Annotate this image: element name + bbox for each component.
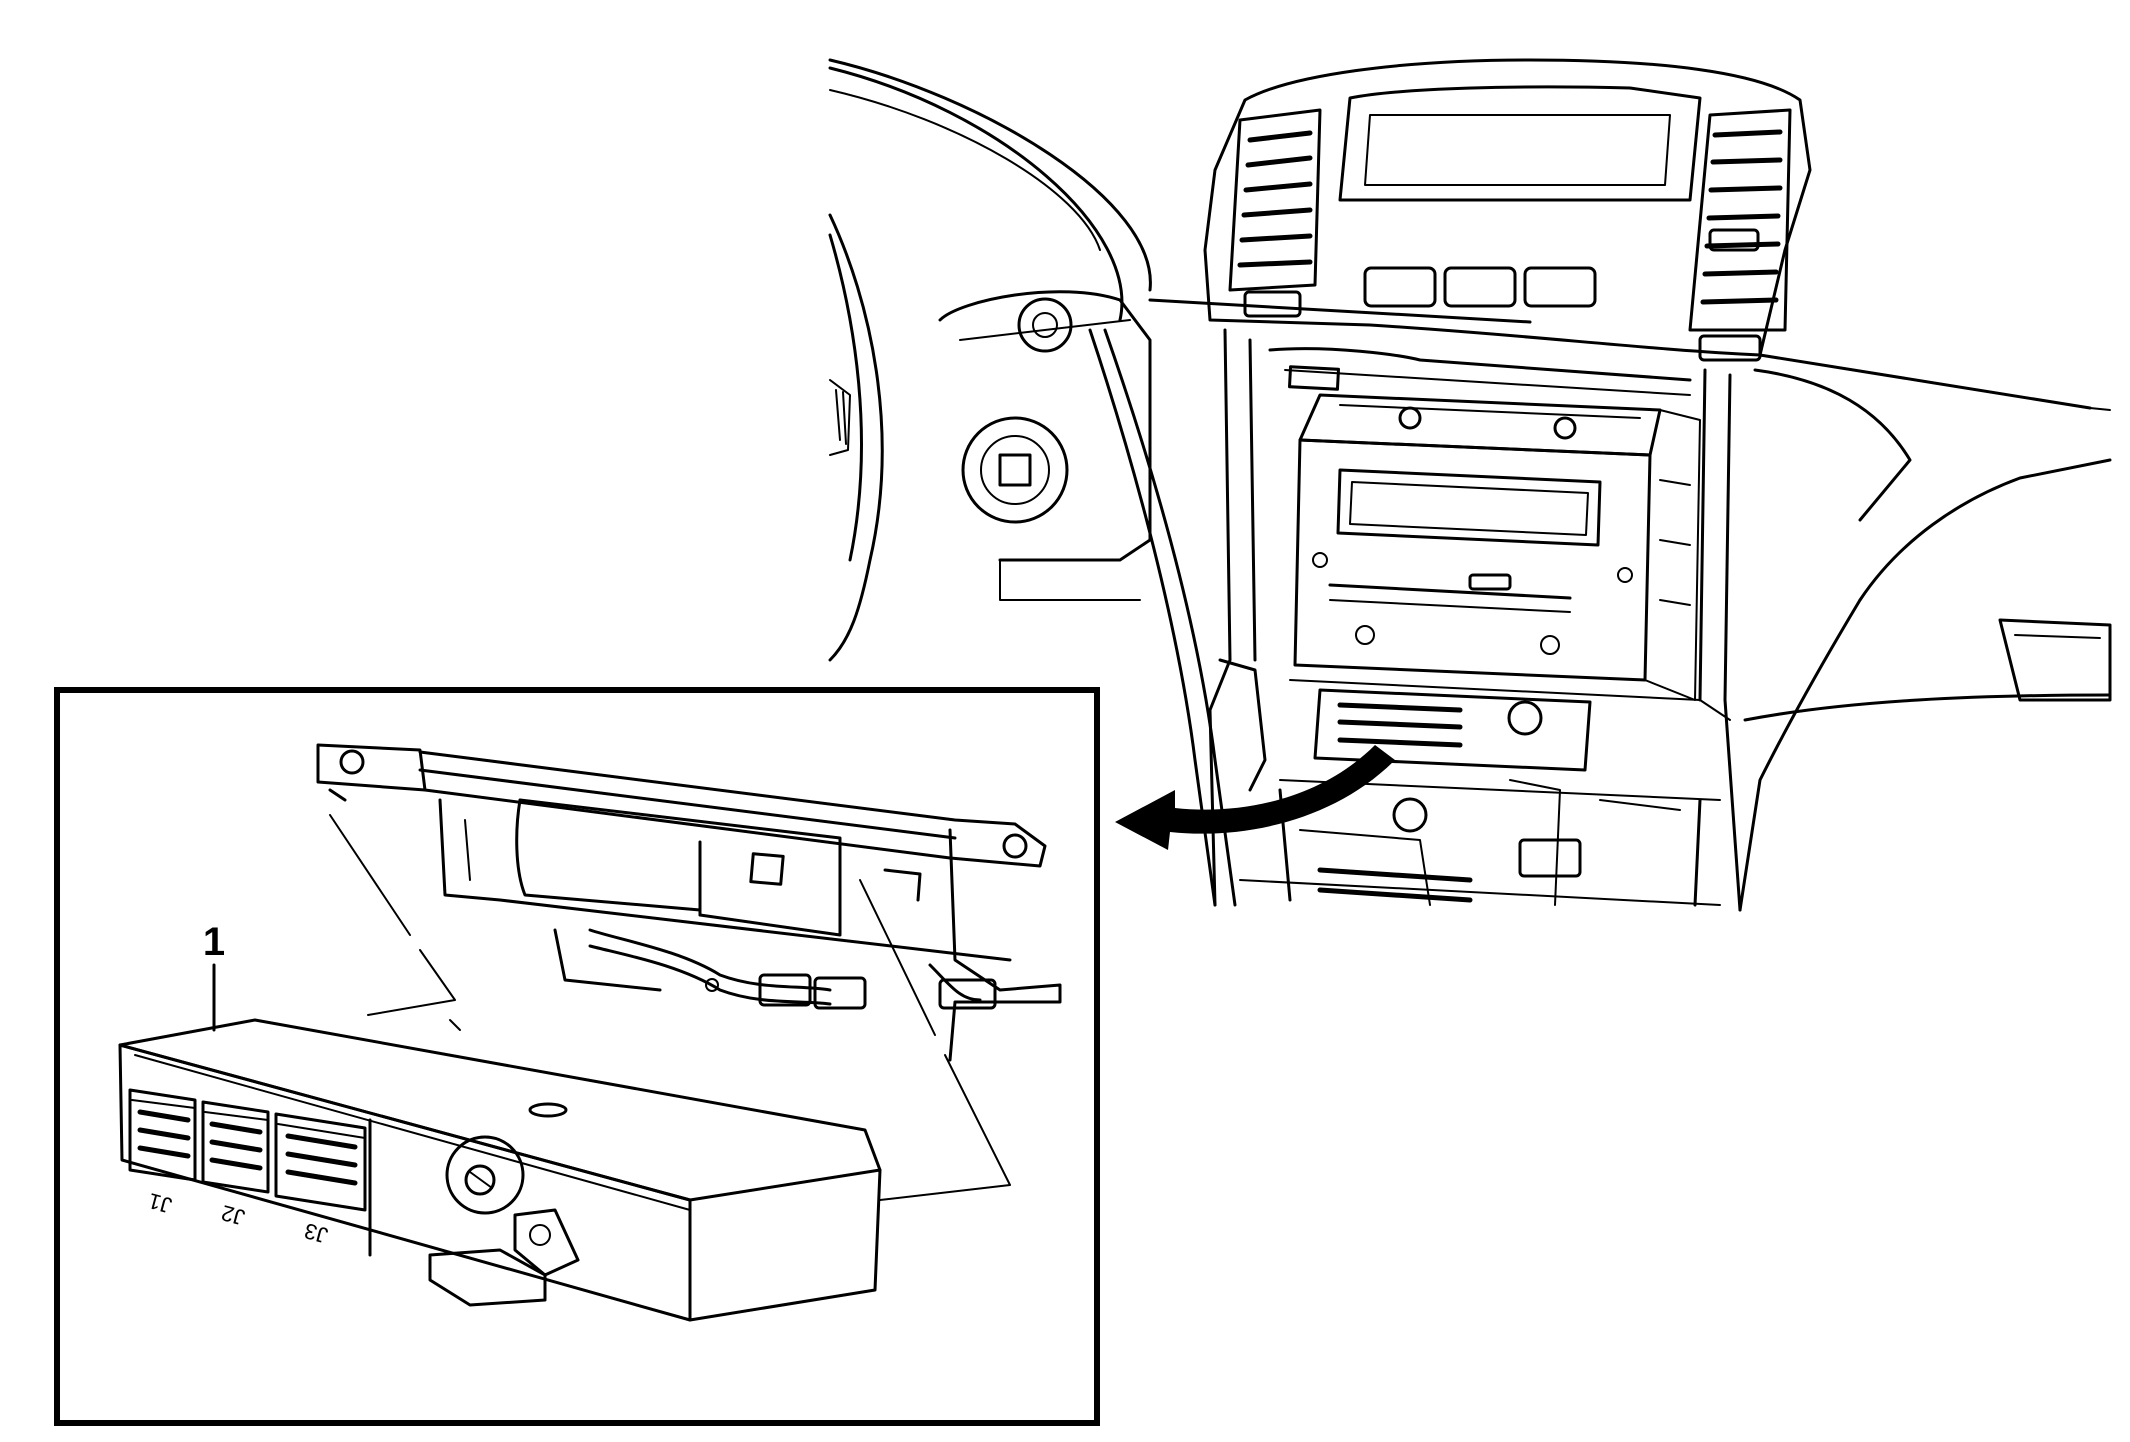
- left-air-vent: [1228, 108, 1322, 292]
- instrument-panel-view: [828, 58, 2112, 912]
- callout-number: 1: [203, 920, 225, 964]
- removal-arrow: [1115, 745, 1395, 850]
- inset-frame: [54, 687, 1100, 1426]
- connector-j1: [128, 1088, 197, 1182]
- display-bezel: [1203, 58, 1812, 362]
- wiring-harness: [1088, 328, 1237, 907]
- guide-lines: [329, 814, 1011, 1201]
- preset-button: [1363, 266, 1437, 308]
- ignition-lock: [961, 416, 1069, 524]
- preset-button: [1443, 266, 1517, 308]
- callout-1: 1: [203, 920, 225, 1032]
- module-port: [445, 1135, 525, 1215]
- preset-button: [1523, 266, 1597, 308]
- module-mounted-outline: [515, 798, 922, 937]
- glovebox-handle: [1998, 618, 2112, 702]
- detail-inset: J1 J2 J3 1: [54, 687, 1100, 1426]
- connector-j2: [201, 1100, 270, 1194]
- pigtail-connector: [588, 928, 997, 1010]
- radio-unit: [1293, 393, 1701, 701]
- connector-j3: [274, 1112, 367, 1212]
- mounting-bracket: [316, 743, 1062, 1062]
- steering-column: [938, 290, 1152, 601]
- right-air-vent: [1688, 108, 1792, 332]
- module-1: J1 J2 J3: [118, 1018, 882, 1322]
- radio-cavity: [1208, 328, 1742, 912]
- info-display: [1338, 85, 1702, 202]
- steering-wheel: [828, 58, 1152, 662]
- passenger-dash: [1738, 368, 2112, 912]
